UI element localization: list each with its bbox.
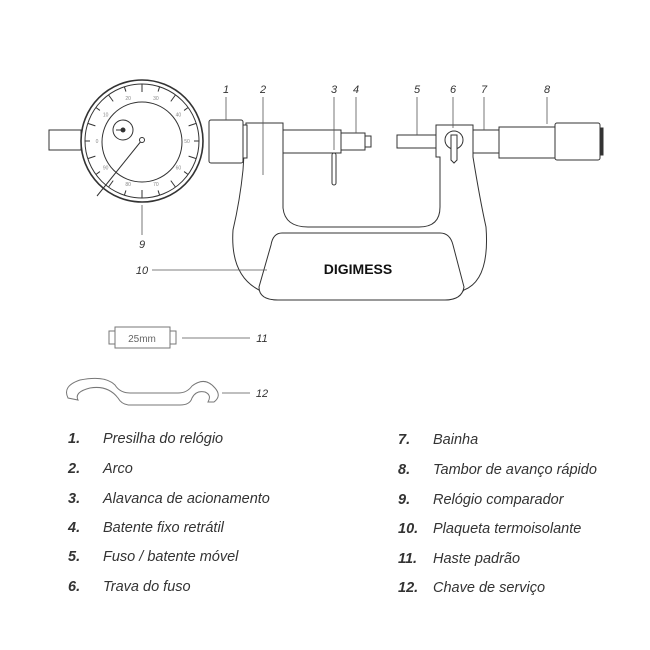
dial-number: 90 — [103, 165, 109, 171]
dial-ticks — [85, 84, 199, 198]
legend-num-12: 12. — [398, 580, 419, 596]
thermal-plate — [258, 232, 465, 301]
fixed-anvil — [340, 132, 366, 151]
legend-num-10: 10. — [398, 521, 419, 537]
legend-num-4: 4. — [68, 520, 81, 536]
legend-text-4: Batente fixo retrátil — [103, 520, 224, 536]
dial-tick — [183, 171, 189, 175]
legend-text-7: Bainha — [433, 432, 479, 448]
callout-6: 6 — [450, 84, 457, 96]
legend-num-1: 1. — [68, 431, 81, 447]
callout-2: 2 — [259, 84, 266, 96]
legend-text-6: Trava do fuso — [103, 579, 191, 595]
standard-rod-label: 25mm — [128, 334, 156, 345]
legend-text-11: Haste padrão — [433, 551, 521, 567]
movable-spindle — [396, 134, 437, 149]
dial-number: 50 — [184, 139, 190, 145]
legend-text-8: Tambor de avanço rápido — [433, 462, 597, 478]
service-wrench — [66, 377, 219, 406]
callout-7: 7 — [481, 84, 488, 96]
callout-1: 1 — [223, 84, 229, 96]
legend-text-10: Plaqueta termoisolante — [433, 521, 582, 537]
sleeve — [472, 129, 500, 154]
dial-number: 0 — [96, 139, 99, 145]
dial-tick — [123, 86, 127, 92]
dial-small-counter — [112, 119, 134, 141]
callout-10: 10 — [136, 265, 149, 277]
legend-text-3: Alavanca de acionamento — [103, 491, 270, 507]
legend-num-7: 7. — [398, 432, 411, 448]
legend-num-3: 3. — [68, 491, 81, 507]
dial-tick — [188, 155, 197, 160]
spindle-tube — [282, 129, 342, 154]
dial-number: 30 — [153, 96, 159, 102]
dial-clamp — [208, 119, 244, 164]
legend-num-2: 2. — [68, 461, 81, 477]
legend-text-9: Relógio comparador — [433, 492, 564, 508]
callout-4: 4 — [353, 84, 359, 96]
dial-stem — [48, 129, 82, 151]
legend-num-11: 11. — [398, 551, 418, 567]
dial-tick — [95, 171, 101, 175]
callout-8: 8 — [544, 84, 551, 96]
actuating-lever — [331, 152, 337, 186]
callout-5: 5 — [414, 84, 421, 96]
callout-11: 11 — [256, 333, 267, 345]
callout-12: 12 — [256, 388, 268, 400]
dial-inner-ring — [101, 101, 183, 183]
legend-text-12: Chave de serviço — [433, 580, 546, 596]
dial-number: 10 — [103, 113, 109, 119]
legend-num-8: 8. — [398, 462, 411, 478]
callout-3: 3 — [331, 84, 338, 96]
dial-numbers: 0 10 20 30 40 50 60 70 80 90 — [96, 96, 190, 188]
brand-logo: DIGIMESS — [324, 261, 392, 277]
dial-number: 60 — [176, 165, 182, 171]
callout-9: 9 — [139, 239, 145, 251]
dial-tick — [108, 180, 114, 188]
dial-tick — [108, 94, 114, 102]
legend-num-5: 5. — [68, 549, 81, 565]
dial-tick — [157, 190, 161, 196]
dial-tick — [123, 190, 127, 196]
dial-tick — [87, 122, 96, 127]
dial-tick — [170, 94, 176, 102]
dial-number: 40 — [176, 113, 182, 119]
dial-tick — [157, 86, 161, 92]
dial-tick — [95, 107, 101, 111]
dial-tick — [170, 180, 176, 188]
dial-needle — [96, 139, 143, 197]
dial-number: 80 — [125, 182, 131, 188]
legend-num-9: 9. — [398, 492, 411, 508]
legend-text-2: Arco — [103, 461, 133, 477]
dial-tick — [87, 155, 96, 160]
dial-number: 70 — [153, 182, 159, 188]
dial-tick — [183, 107, 189, 111]
legend-text-5: Fuso / batente móvel — [103, 549, 239, 565]
legend-text-1: Presilha do relógio — [103, 431, 224, 447]
legend-num-6: 6. — [68, 579, 81, 595]
thimble — [498, 126, 556, 159]
dial-tick — [188, 122, 197, 127]
dial-number: 20 — [125, 96, 131, 102]
